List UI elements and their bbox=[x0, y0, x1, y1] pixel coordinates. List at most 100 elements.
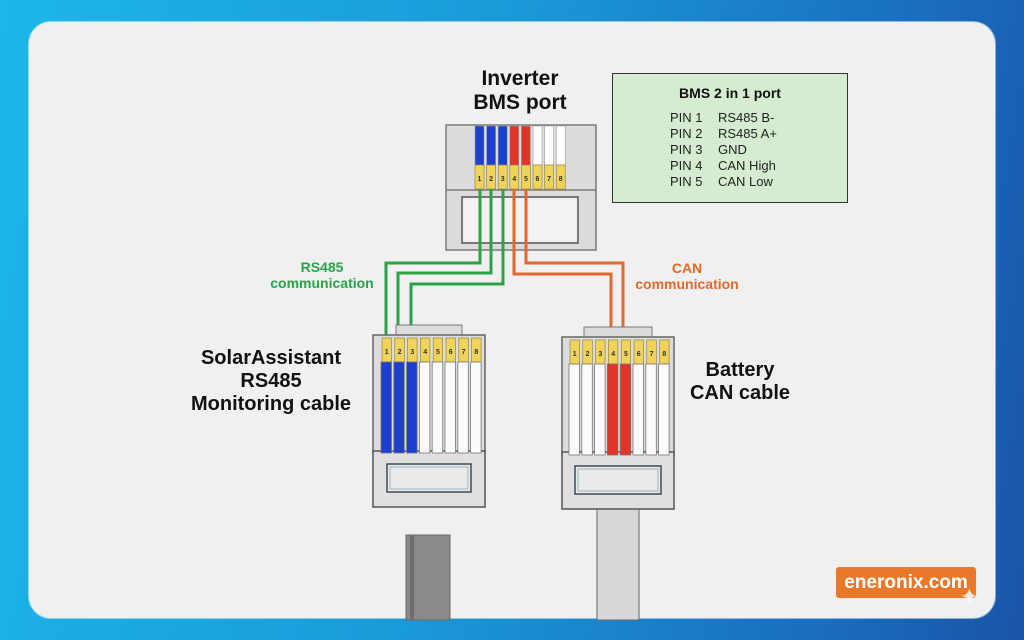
sa-pin-label: 1 bbox=[385, 349, 389, 356]
battery-title-line2: CAN cable bbox=[689, 382, 791, 404]
port-pin-label: 2 bbox=[489, 176, 493, 183]
inverter-title-line2: BMS port bbox=[473, 91, 567, 115]
sa-plug-clip-inner bbox=[389, 466, 469, 490]
sa-wire-7 bbox=[457, 361, 469, 454]
can-label-line1: CAN bbox=[671, 260, 703, 276]
port-contact-6 bbox=[532, 164, 543, 190]
battery-pin-label: 1 bbox=[573, 351, 577, 358]
battery-pin-label: 8 bbox=[662, 351, 666, 358]
pin-signal: GND bbox=[718, 142, 747, 157]
battery-wire-5 bbox=[619, 363, 632, 456]
port-pin-label: 3 bbox=[501, 176, 505, 183]
rs485-wire-2 bbox=[396, 189, 493, 338]
port-wire-1 bbox=[474, 125, 485, 166]
sa-wire-1 bbox=[380, 361, 392, 454]
wires bbox=[384, 189, 625, 340]
sa-pin-label: 3 bbox=[410, 349, 414, 356]
rs485-label-line2: communication bbox=[270, 275, 374, 292]
pin-table-title: BMS 2 in 1 port bbox=[679, 85, 781, 101]
battery-title-line1: Battery bbox=[705, 359, 775, 381]
can-label-line2: communication bbox=[635, 276, 739, 293]
port-wire-4 bbox=[509, 125, 520, 166]
battery-cable-title: Battery CAN cable bbox=[665, 359, 815, 405]
port-pin-label: 1 bbox=[478, 176, 482, 183]
eneronix-watermark[interactable]: eneronix.com bbox=[836, 567, 976, 598]
pin-signal: CAN Low bbox=[718, 174, 773, 189]
can-wire-2 bbox=[524, 189, 625, 340]
battery-pin-label: 5 bbox=[624, 351, 628, 358]
port-wire-6 bbox=[532, 125, 543, 166]
sparkle-icon: ✦ bbox=[960, 584, 979, 609]
rs485-communication-label: RS485 communication bbox=[254, 259, 390, 291]
battery-plug-clip bbox=[574, 465, 662, 495]
battery-plug-clip-inner bbox=[577, 468, 659, 492]
battery-pin-label: 3 bbox=[598, 351, 602, 358]
pin-signal: RS485 B- bbox=[718, 110, 775, 125]
port-wire-2 bbox=[486, 125, 496, 166]
pin-signal: CAN High bbox=[718, 158, 776, 173]
pin-table-row: PIN 1 RS485 B- bbox=[670, 110, 777, 126]
rs485-label-line1: RS485 bbox=[300, 259, 344, 275]
port-pin-label: 7 bbox=[547, 176, 551, 183]
sa-title-line3: Monitoring cable bbox=[191, 393, 351, 415]
pin-table-row: PIN 2 RS485 A+ bbox=[670, 126, 777, 142]
battery-wire-3 bbox=[594, 363, 606, 456]
sa-pin-label: 4 bbox=[423, 349, 427, 356]
pin-signal: RS485 A+ bbox=[718, 126, 777, 141]
can-communication-label: CAN communication bbox=[620, 260, 754, 292]
battery-pin-label: 4 bbox=[611, 351, 615, 358]
sa-wire-8 bbox=[470, 361, 482, 454]
sa-pin-label: 5 bbox=[436, 349, 440, 356]
port-pin-label: 4 bbox=[512, 176, 516, 183]
port-pin-label: 5 bbox=[524, 176, 528, 183]
solarassistant-plug: 1 2 3 4 5 6 7 8 bbox=[372, 324, 486, 621]
sa-wire-5 bbox=[431, 361, 444, 454]
port-pin-label: 6 bbox=[536, 176, 540, 183]
sa-pin-label: 6 bbox=[449, 349, 453, 356]
sa-title-line1: SolarAssistant bbox=[200, 347, 342, 369]
port-wire-7 bbox=[544, 125, 554, 166]
battery-wire-1 bbox=[568, 363, 580, 456]
port-contact-7 bbox=[544, 164, 554, 190]
pin-table-row: PIN 3 GND bbox=[670, 142, 777, 158]
pin-assignment-table: BMS 2 in 1 port PIN 1 RS485 B- PIN 2 RS485 … bbox=[612, 73, 848, 203]
pin-number: PIN 5 bbox=[670, 174, 703, 189]
sa-cable-shade bbox=[410, 535, 414, 620]
port-contact-8 bbox=[555, 164, 566, 190]
sa-wire-3 bbox=[406, 361, 418, 454]
battery-plug: 1 2 3 4 5 6 7 8 bbox=[561, 326, 675, 621]
battery-cable-jacket bbox=[596, 507, 640, 621]
battery-pin-label: 6 bbox=[637, 351, 641, 358]
pin-number: PIN 1 bbox=[670, 110, 703, 125]
solarassistant-cable-title: SolarAssistant RS485 Monitoring cable bbox=[160, 347, 382, 416]
battery-wire-2 bbox=[581, 363, 593, 456]
sa-wire-4 bbox=[418, 361, 431, 454]
pin-number: PIN 2 bbox=[670, 126, 703, 141]
port-wire-3 bbox=[497, 125, 508, 166]
inverter-title-line1: Inverter bbox=[481, 67, 559, 90]
rs485-wire-3 bbox=[409, 189, 505, 338]
sa-wire-6 bbox=[444, 361, 456, 454]
battery-wire-6 bbox=[632, 363, 644, 456]
battery-pin-label: 7 bbox=[650, 351, 654, 358]
rs485-wire-1 bbox=[384, 189, 482, 338]
sa-pin-label: 8 bbox=[474, 349, 478, 356]
battery-wire-4 bbox=[607, 363, 619, 456]
sa-pin-label: 7 bbox=[462, 349, 466, 356]
battery-pin-label: 2 bbox=[586, 351, 590, 358]
sa-plug-clip bbox=[386, 463, 472, 493]
can-wire-1 bbox=[512, 189, 613, 340]
pin-number: PIN 3 bbox=[670, 142, 703, 157]
port-wire-8 bbox=[555, 125, 566, 166]
sa-pin-label: 2 bbox=[398, 349, 402, 356]
inverter-port-title: Inverter BMS port bbox=[440, 67, 600, 115]
battery-wire-8 bbox=[658, 363, 670, 456]
sa-wire-2 bbox=[393, 361, 405, 454]
sa-title-line2: RS485 bbox=[240, 370, 302, 392]
port-pin-label: 8 bbox=[559, 176, 563, 183]
battery-wire-7 bbox=[645, 363, 657, 456]
